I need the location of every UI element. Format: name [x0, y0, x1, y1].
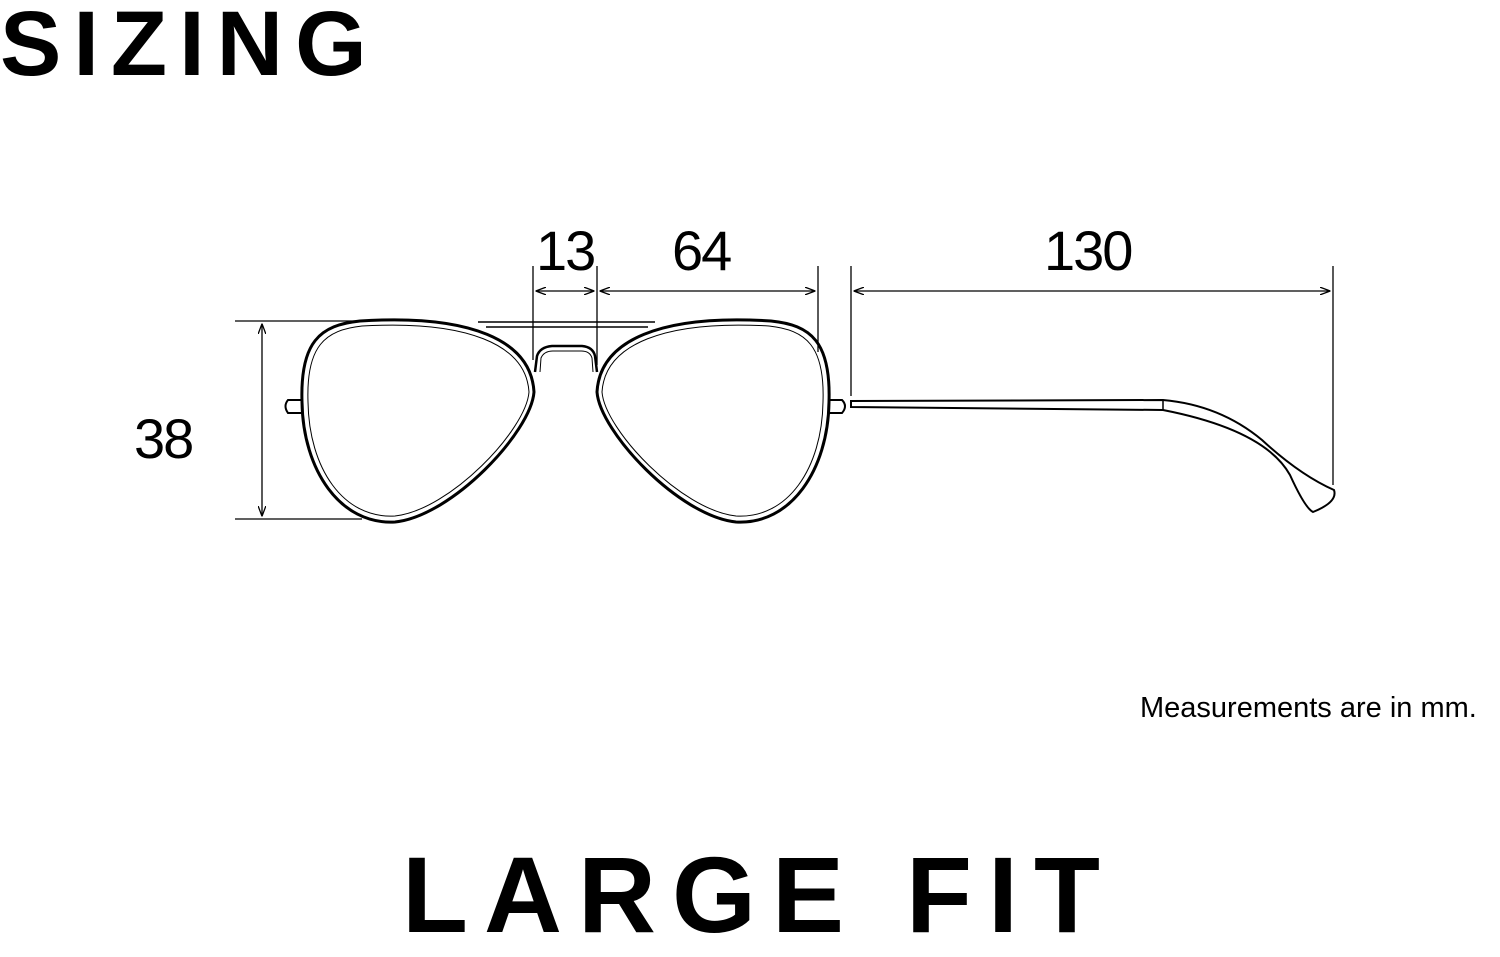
- top-bar: [478, 321, 655, 328]
- sunglasses-diagram: [235, 266, 1336, 524]
- right-lens: [595, 318, 831, 524]
- bridge-width-label: 13: [536, 219, 596, 282]
- temple-arm: [850, 398, 1336, 514]
- right-hinge: [828, 399, 846, 414]
- left-lens: [300, 318, 536, 524]
- left-hinge: [284, 399, 303, 414]
- bridge: [533, 344, 599, 373]
- lens-height-label: 38: [134, 407, 194, 470]
- fit-label: LARGE FIT: [402, 834, 1116, 955]
- lens-width-label: 64: [672, 219, 732, 282]
- page-title: SIZING: [0, 0, 379, 95]
- units-note: Measurements are in mm.: [1140, 692, 1477, 724]
- temple-length-label: 130: [1044, 219, 1133, 282]
